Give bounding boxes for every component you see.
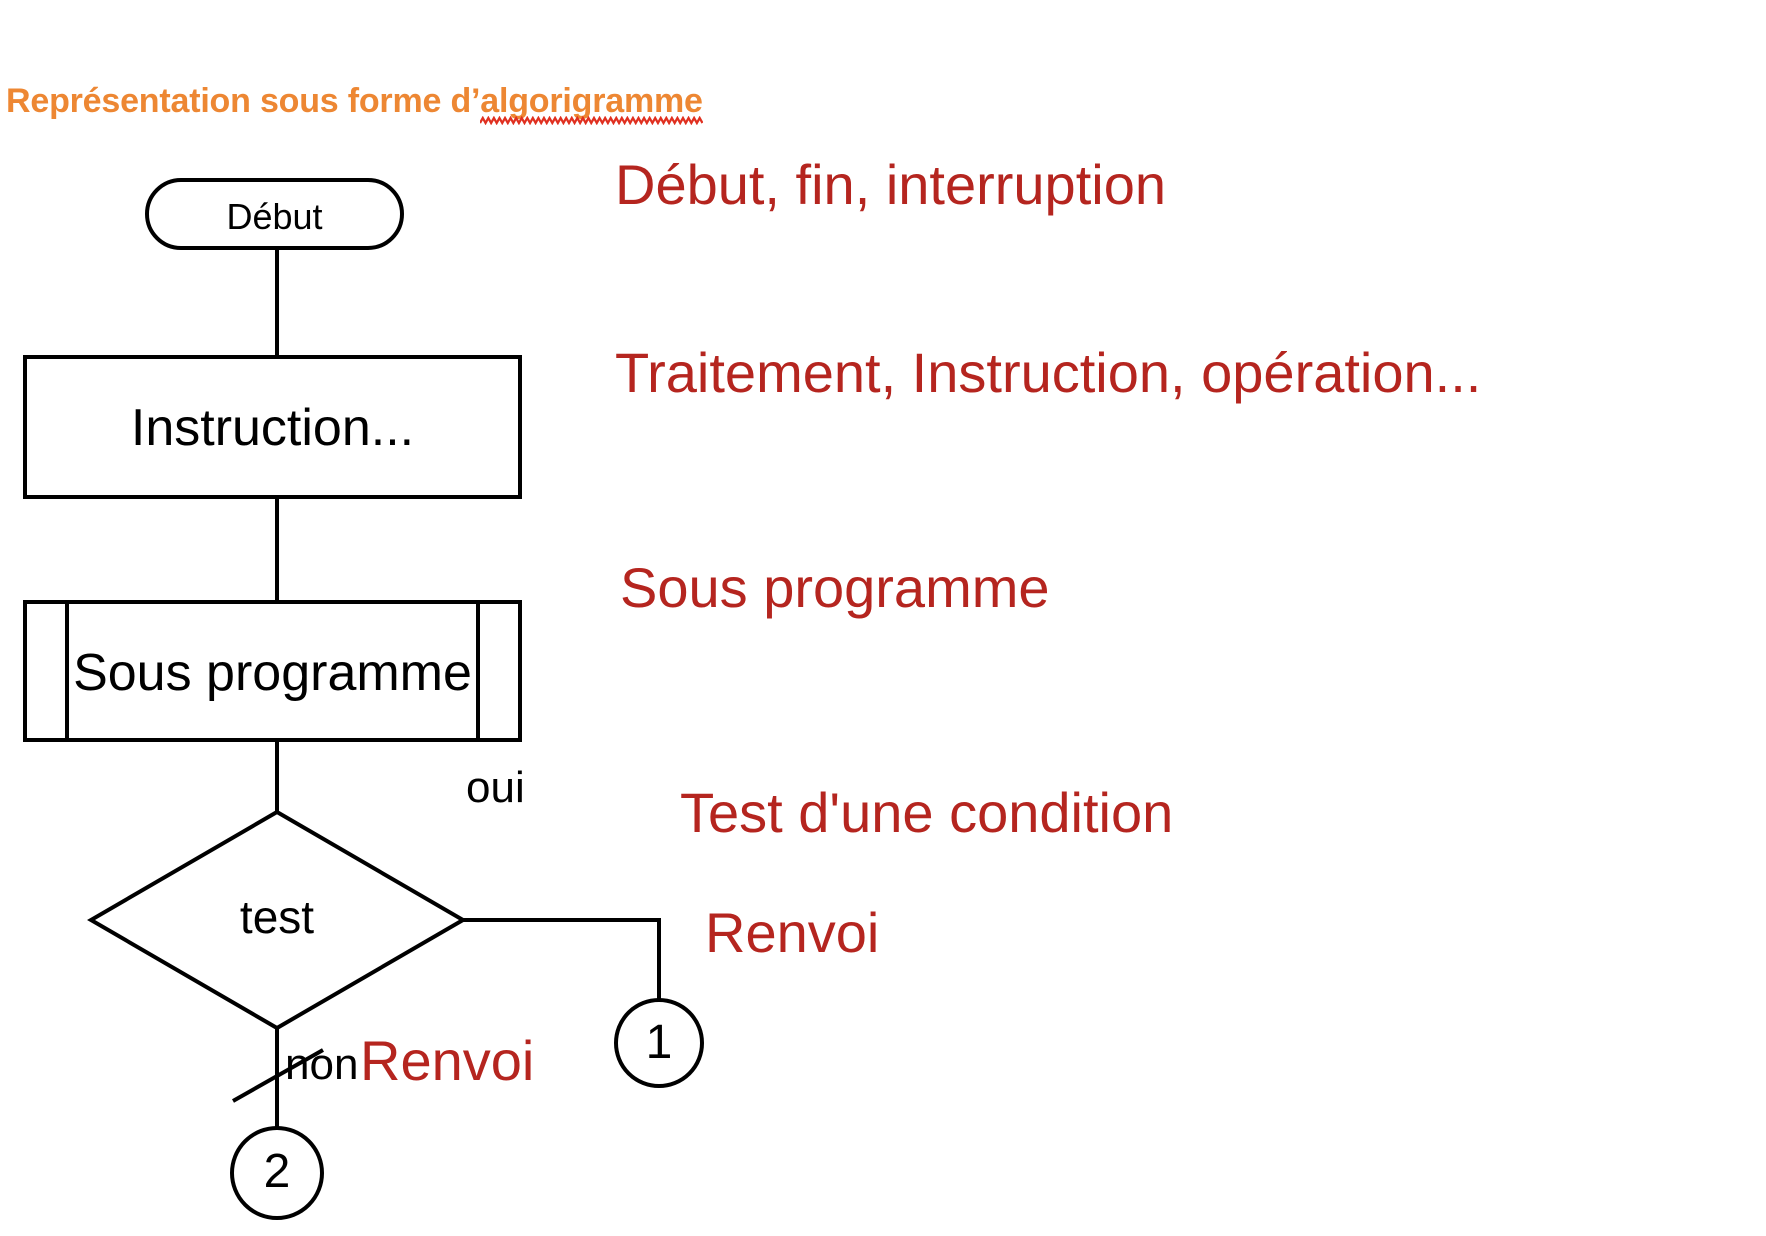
start-terminator-label: Début bbox=[226, 196, 323, 237]
process-box-shape[interactable] bbox=[23, 355, 522, 499]
page-title: Représentation sous forme d’algorigramme bbox=[6, 82, 703, 125]
page-title-prefix: Représentation sous forme d’ bbox=[6, 82, 481, 120]
legend-start: Début, fin, interruption bbox=[615, 153, 1166, 216]
start-terminator-shape[interactable] bbox=[145, 178, 404, 250]
connector-1-circle-shape[interactable] bbox=[614, 998, 704, 1088]
connector-yes-branch bbox=[463, 918, 661, 1000]
legend-process: Traitement, Instruction, opération... bbox=[615, 341, 1482, 404]
edge-label-yes: oui bbox=[466, 763, 525, 812]
legend-connector1: Renvoi bbox=[705, 901, 880, 964]
subroutine-box-label: Sous programme bbox=[73, 644, 472, 702]
legend-connector2: Renvoi bbox=[360, 1029, 535, 1092]
edge-label-no: non bbox=[285, 1040, 359, 1089]
branch-slash-mark bbox=[232, 1048, 324, 1103]
connector-2-label: 2 bbox=[263, 1145, 291, 1198]
legend-decision: Test d'une condition bbox=[680, 781, 1174, 844]
spellcheck-squiggle-icon bbox=[480, 116, 703, 125]
page-title-misspelled-word: algorigramme bbox=[480, 82, 703, 125]
page-title-misspelled-text: algorigramme bbox=[480, 82, 703, 120]
connector-2-circle-shape[interactable] bbox=[230, 1126, 324, 1220]
subroutine-box-shape[interactable] bbox=[23, 600, 522, 742]
process-box-label: Instruction... bbox=[130, 399, 415, 457]
decision-diamond-label: test bbox=[239, 891, 315, 943]
legend-subroutine: Sous programme bbox=[620, 556, 1050, 619]
connector-1-label: 1 bbox=[645, 1016, 673, 1069]
